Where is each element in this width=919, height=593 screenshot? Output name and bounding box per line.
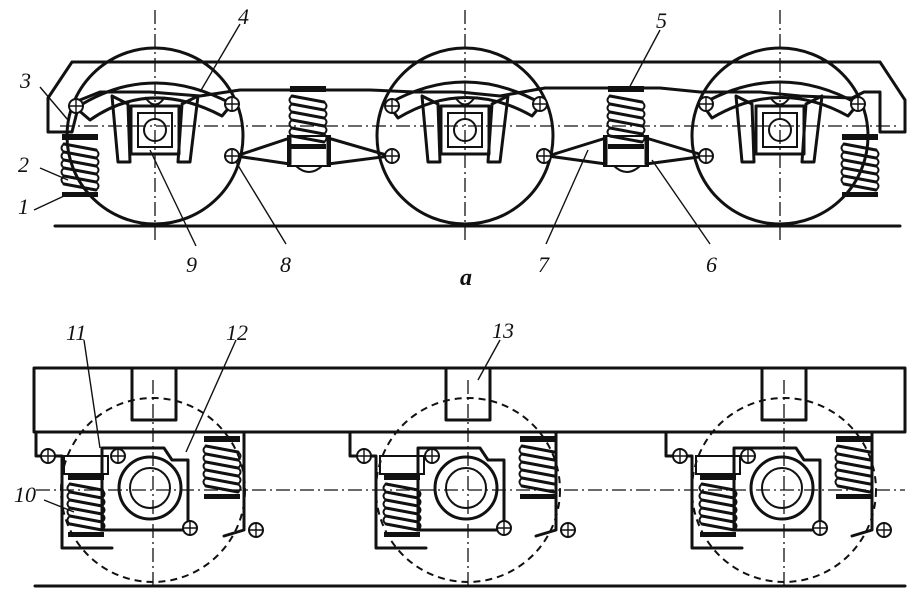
wheel-axes bbox=[60, 10, 900, 240]
callout-11: 11 bbox=[66, 320, 86, 345]
callout-13: 13 bbox=[492, 318, 514, 343]
callout-8: 8 bbox=[280, 252, 291, 277]
bottom-frame bbox=[32, 366, 907, 434]
subfigure-label-a: a bbox=[460, 265, 472, 291]
wheel-2 bbox=[375, 46, 555, 226]
central-springs bbox=[288, 84, 646, 151]
bottom-leader-lines bbox=[43, 339, 501, 513]
top-leader-lines bbox=[33, 23, 711, 247]
top-frame bbox=[46, 60, 907, 134]
callout-2: 2 bbox=[18, 152, 29, 177]
leaf-springs bbox=[234, 135, 708, 173]
spring-brackets bbox=[34, 430, 874, 550]
wheel-axes-bottom bbox=[36, 380, 905, 590]
axle-box-housings bbox=[110, 94, 824, 164]
bottom-bogie: 11 12 13 10 bbox=[14, 318, 907, 590]
callout-9: 9 bbox=[186, 252, 197, 277]
callout-12: 12 bbox=[226, 320, 248, 345]
callout-1: 1 bbox=[18, 194, 29, 219]
callout-5: 5 bbox=[656, 8, 667, 33]
frame-pedestals bbox=[130, 366, 808, 422]
callout-6: 6 bbox=[706, 252, 717, 277]
callout-3: 3 bbox=[19, 68, 31, 93]
top-bogie: 3 2 1 4 5 9 8 7 6 a bbox=[18, 4, 907, 291]
callout-4: 4 bbox=[238, 4, 249, 29]
equalizer-beams bbox=[74, 80, 860, 122]
spring-caps bbox=[63, 455, 741, 475]
callout-10: 10 bbox=[14, 482, 36, 507]
callout-7: 7 bbox=[538, 252, 550, 277]
